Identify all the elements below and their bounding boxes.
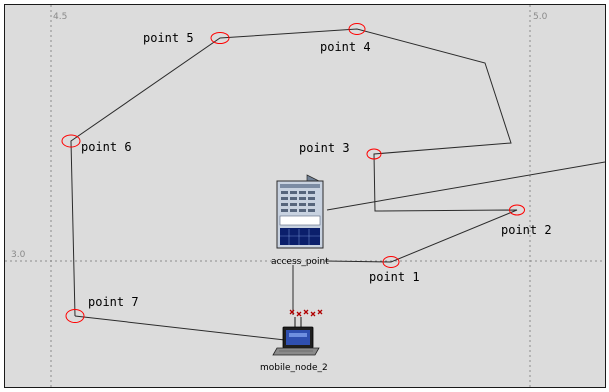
waypoint-marker-6[interactable] — [61, 134, 81, 148]
waypoint-label-3: point 3 — [299, 141, 350, 155]
waypoint-marker-3[interactable] — [366, 148, 382, 160]
mobile-node[interactable]: mobile_node_2 — [260, 309, 328, 373]
access-point-node[interactable]: access_point — [271, 174, 329, 267]
simulation-canvas[interactable]: 4.5 5.0 3.0 point 1 point 2 point 3 poin… — [4, 4, 606, 388]
antenna-icon — [289, 309, 323, 327]
waypoint-marker-5[interactable] — [210, 32, 230, 44]
grid-label-x-left: 4.5 — [53, 12, 67, 22]
mobility-path — [70, 28, 518, 317]
waypoint-label-4: point 4 — [320, 40, 371, 54]
server-rack-icon — [276, 174, 324, 249]
grid-label-x-right: 5.0 — [533, 12, 548, 22]
link-point7-to-mobile — [74, 315, 286, 341]
mobile-node-label: mobile_node_2 — [260, 363, 328, 373]
grid-label-y-mid: 3.0 — [11, 250, 26, 260]
waypoint-label-7: point 7 — [88, 295, 139, 309]
waypoint-label-2: point 2 — [501, 223, 552, 237]
grid — [5, 5, 605, 387]
waypoint-marker-4[interactable] — [348, 23, 366, 35]
access-point-label: access_point — [271, 257, 329, 267]
topology-drawing: 4.5 5.0 3.0 point 1 point 2 point 3 poin… — [5, 5, 605, 387]
wireless-link — [326, 161, 605, 211]
waypoint-label-1: point 1 — [369, 270, 420, 284]
waypoint-label-6: point 6 — [81, 140, 132, 154]
waypoint-label-5: point 5 — [143, 31, 194, 45]
waypoint-marker-1[interactable] — [382, 256, 400, 268]
waypoint-marker-7[interactable] — [65, 309, 85, 323]
laptop-icon — [272, 309, 323, 356]
waypoint-marker-2[interactable] — [509, 204, 525, 216]
